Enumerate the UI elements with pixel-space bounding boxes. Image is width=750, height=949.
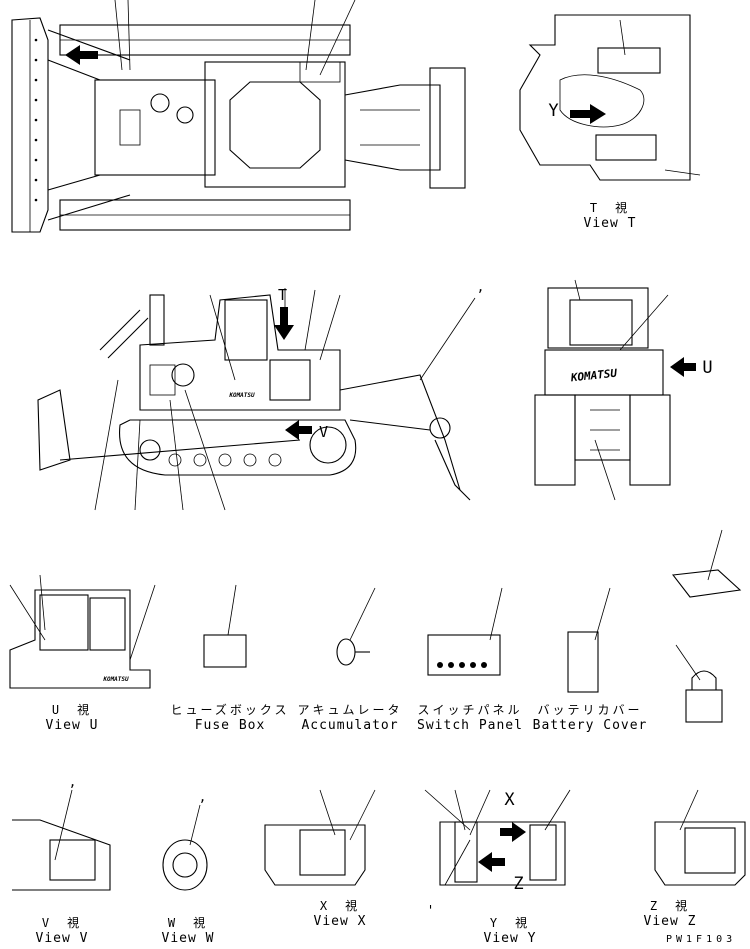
arrow-left-icon: [65, 45, 98, 65]
stray-mark-v: ,: [68, 775, 78, 790]
accumulator-jp: アキュムレータ: [297, 703, 403, 717]
fuse-box-jp: ヒューズボックス: [170, 703, 290, 717]
view-z-jp: Z 視: [649, 899, 691, 913]
view-w-en: View W: [161, 931, 215, 946]
view-y-label: Y 視 View Y: [470, 915, 550, 947]
arrow-letter-v: V: [318, 423, 330, 441]
rear-view-dozer: [534, 279, 696, 501]
arrow-down-icon: [274, 307, 294, 340]
switch-panel-drawing: [427, 587, 503, 676]
side-view-dozer: [37, 288, 476, 511]
accumulator-drawing: [336, 587, 376, 666]
komatsu-logo-u: KOMATSU: [103, 676, 129, 683]
arrow-left-icon: [478, 852, 505, 872]
view-y-en: View Y: [483, 931, 537, 946]
tag-and-padlock-drawing: [671, 529, 742, 723]
view-z-drawing: [654, 789, 746, 886]
fuse-box-en: Fuse Box: [194, 718, 266, 733]
arrow-letter-x: X: [504, 790, 516, 810]
stray-mark-y: ': [426, 904, 436, 919]
view-y-jp: Y 視: [489, 916, 531, 930]
fuse-box-label: ヒューズボックス Fuse Box: [170, 702, 290, 734]
stray-mark-top: ,: [476, 280, 486, 295]
arrow-letter-y-top: Y: [548, 101, 560, 121]
accumulator-en: Accumulator: [301, 718, 399, 733]
arrow-right-icon: [500, 822, 526, 842]
stray-mark-w: ,: [198, 790, 208, 805]
switch-panel-en: Switch Panel: [417, 718, 523, 733]
view-x-jp: X 視: [319, 899, 361, 913]
view-u-en: View U: [45, 718, 99, 733]
accumulator-label: アキュムレータ Accumulator: [295, 702, 405, 734]
view-v-drawing: [12, 789, 111, 891]
fuse-box-drawing: [203, 584, 247, 668]
view-t-en: View T: [583, 216, 637, 231]
battery-cover-en: Battery Cover: [532, 718, 648, 733]
view-z-label: Z 視 View Z: [630, 898, 710, 930]
arrow-letter-t: T: [277, 286, 289, 304]
view-y-drawing: [424, 789, 571, 886]
view-v-en: View V: [35, 931, 89, 946]
figure-code: PW1F103: [666, 934, 737, 945]
battery-cover-label: バッテリカバー Battery Cover: [530, 702, 650, 734]
arrow-right-icon: [570, 104, 606, 124]
view-w-jp: W 視: [167, 916, 209, 930]
view-x-en: View X: [313, 914, 367, 929]
arrow-letter-z: Z: [513, 874, 525, 894]
view-t-label: T 視 View T: [570, 200, 650, 232]
battery-cover-drawing: [567, 587, 611, 693]
arrow-letter-u: U: [702, 358, 714, 378]
switch-panel-jp: スイッチパネル: [417, 703, 523, 717]
view-z-en: View Z: [643, 914, 697, 929]
view-w-drawing: [162, 804, 208, 891]
view-w-label: W 視 View W: [148, 915, 228, 947]
arrow-left-icon: [670, 357, 696, 377]
view-u-drawing: [9, 574, 156, 689]
view-t-drawing: [519, 14, 701, 181]
view-v-jp: V 視: [41, 916, 83, 930]
top-view-dozer: [11, 0, 466, 233]
view-x-label: X 視 View X: [300, 898, 380, 930]
komatsu-logo-side: KOMATSU: [229, 392, 255, 399]
switch-panel-label: スイッチパネル Switch Panel: [410, 702, 530, 734]
view-v-label: V 視 View V: [22, 915, 102, 947]
view-x-drawing: [264, 789, 376, 886]
view-u-label: U 視 View U: [32, 702, 112, 734]
battery-cover-jp: バッテリカバー: [537, 703, 643, 717]
arrow-left-icon: [285, 420, 312, 440]
view-u-jp: U 視: [51, 703, 93, 717]
view-t-jp: T 視: [589, 201, 631, 215]
